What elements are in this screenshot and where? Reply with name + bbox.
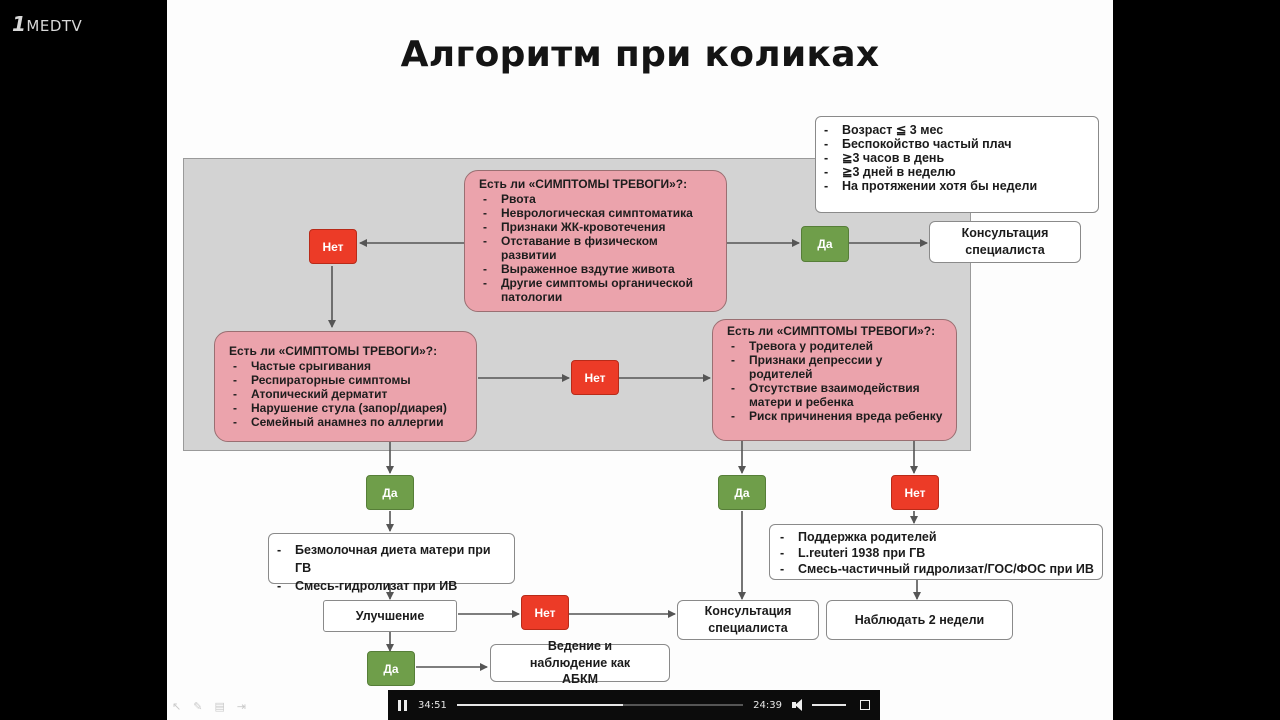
improvement-box: Улучшение xyxy=(323,600,457,632)
yes-badge-left: Да xyxy=(366,475,414,510)
fullscreen-icon[interactable] xyxy=(860,700,870,710)
yes-badge-bottom: Да xyxy=(367,651,415,686)
pen-icon[interactable]: ✎ xyxy=(193,700,203,713)
consult-box-top: Консультация специалиста xyxy=(929,221,1081,263)
criteria-item: Возраст ≦ 3 мес xyxy=(820,123,1090,137)
alarm-box-right: Есть ли «СИМПТОМЫ ТРЕВОГИ»?: Тревога у р… xyxy=(712,319,957,441)
criteria-item: Беспокойство частый плач xyxy=(820,137,1090,151)
no-badge-bottom: Нет xyxy=(521,595,569,630)
alarm-item: Неврологическая симптоматика xyxy=(479,206,714,220)
alarm-item: Отставание в физическом развитии xyxy=(479,234,714,262)
alarm-item: Нарушение стула (запор/диарея) xyxy=(229,401,464,415)
next-icon[interactable]: ⇥ xyxy=(236,700,247,713)
alarm-item: Респираторные симптомы xyxy=(229,373,464,387)
alarm-item: Выраженное вздутие живота xyxy=(479,262,714,276)
alarm-item: Другие симптомы органической патологии xyxy=(479,276,714,304)
slide: Алгоритм при коликах xyxy=(167,0,1113,720)
criteria-item: На протяжении хотя бы недели xyxy=(820,179,1090,193)
alarm-heading: Есть ли «СИМПТОМЫ ТРЕВОГИ»?: xyxy=(229,344,438,358)
alarm-heading: Есть ли «СИМПТОМЫ ТРЕВОГИ»?: xyxy=(727,324,936,338)
slide-tools: ↖ ✎ ▤ ⇥ xyxy=(172,700,246,713)
alarm-item: Семейный анамнез по аллергии xyxy=(229,415,464,429)
menu-icon[interactable]: ▤ xyxy=(214,700,225,713)
criteria-item: ≧3 дней в неделю xyxy=(820,165,1090,179)
support-box: Поддержка родителей L.reuteri 1938 при Г… xyxy=(769,524,1103,580)
support-item: Смесь-частичный гидролизат/ГОС/ФОС при И… xyxy=(776,561,1096,577)
no-badge-middle: Нет xyxy=(571,360,619,395)
observe-box: Наблюдать 2 недели xyxy=(826,600,1013,640)
no-badge-right: Нет xyxy=(891,475,939,510)
no-badge-top: Нет xyxy=(309,229,357,264)
yes-badge-top: Да xyxy=(801,226,849,262)
support-item: Поддержка родителей xyxy=(776,529,1096,545)
volume-slider[interactable] xyxy=(812,704,846,706)
channel-logo: 1MEDTV xyxy=(12,12,83,36)
abkm-box: Ведение и наблюдение как АБКМ xyxy=(490,639,670,686)
seek-bar[interactable] xyxy=(456,704,744,706)
flow-arrows xyxy=(328,239,928,671)
alarm-item: Риск причинения вреда ребенку xyxy=(727,409,944,423)
criteria-box: Возраст ≦ 3 мес Беспокойство частый плач… xyxy=(815,116,1099,213)
support-item: L.reuteri 1938 при ГВ xyxy=(776,545,1096,561)
alarm-item: Рвота xyxy=(479,192,714,206)
alarm-box-top: Есть ли «СИМПТОМЫ ТРЕВОГИ»?: Рвота Невро… xyxy=(464,170,727,312)
alarm-box-left: Есть ли «СИМПТОМЫ ТРЕВОГИ»?: Частые срыг… xyxy=(214,331,477,442)
diet-item: Смесь-гидролизат при ИВ xyxy=(273,577,508,595)
pointer-icon[interactable]: ↖ xyxy=(172,700,182,713)
diet-item: Безмолочная диета матери при ГВ xyxy=(273,541,508,577)
alarm-item: Частые срыгивания xyxy=(229,359,464,373)
alarm-item: Атопический дерматит xyxy=(229,387,464,401)
video-player-bar: 34:51 24:39 xyxy=(388,690,880,720)
alarm-item: Признаки ЖК-кровотечения xyxy=(479,220,714,234)
pause-icon[interactable] xyxy=(398,699,408,711)
volume-icon[interactable] xyxy=(792,699,806,711)
alarm-heading: Есть ли «СИМПТОМЫ ТРЕВОГИ»?: xyxy=(479,177,688,191)
criteria-item: ≧3 часов в день xyxy=(820,151,1090,165)
elapsed-time: 34:51 xyxy=(418,699,447,711)
alarm-item: Отсутствие взаимодействия матери и ребен… xyxy=(727,381,944,409)
yes-badge-right: Да xyxy=(718,475,766,510)
slide-title: Алгоритм при коликах xyxy=(400,34,880,75)
alarm-item: Признаки депрессии у родителей xyxy=(727,353,944,381)
remaining-time: 24:39 xyxy=(753,699,782,711)
consult-box-bottom: Консультация специалиста xyxy=(677,600,819,640)
alarm-item: Тревога у родителей xyxy=(727,339,944,353)
diet-box: Безмолочная диета матери при ГВ Смесь-ги… xyxy=(268,533,515,595)
